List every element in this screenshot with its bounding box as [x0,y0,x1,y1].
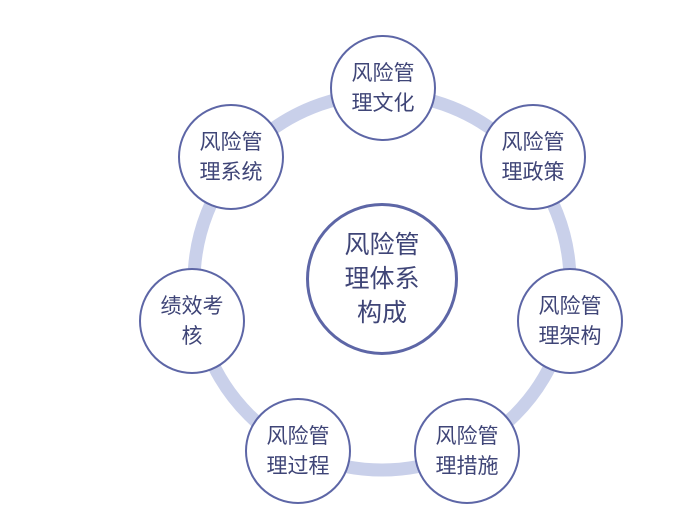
node-risk-system: 风险管理系统 [178,104,284,210]
node-risk-structure: 风险管理架构 [517,268,623,374]
node-label: 风险管理过程 [266,424,330,478]
node-label: 风险管理政策 [501,130,565,184]
center-node: 风险管理体系构成 [306,203,458,355]
node-label: 绩效考核 [160,294,224,348]
node-risk-policy: 风险管理政策 [480,104,586,210]
node-label: 风险管理文化 [351,61,415,115]
node-risk-measures: 风险管理措施 [414,398,520,504]
center-node-label: 风险管理体系构成 [344,230,420,327]
node-label: 风险管理系统 [199,130,263,184]
node-performance: 绩效考核 [139,268,245,374]
node-risk-culture: 风险管理文化 [330,35,436,141]
node-label: 风险管理措施 [435,424,499,478]
node-label: 风险管理架构 [538,294,602,348]
node-risk-process: 风险管理过程 [245,398,351,504]
